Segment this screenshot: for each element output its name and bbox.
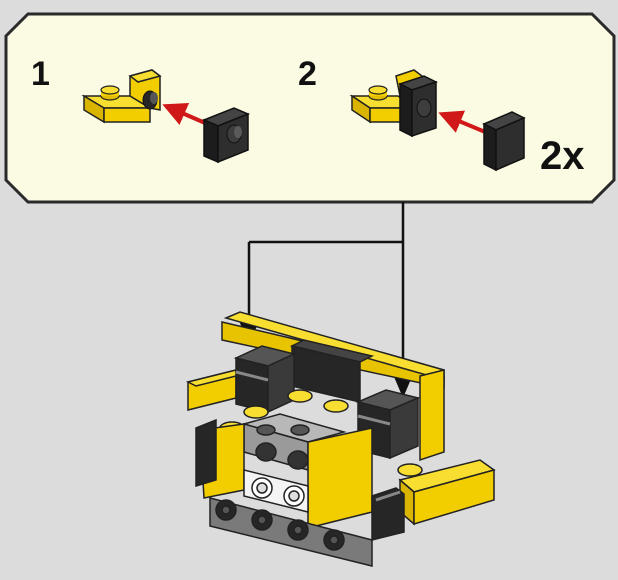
quantity-multiplier: 2x: [540, 134, 585, 178]
step1-black-tile: [202, 107, 250, 164]
step-2-number: 2: [298, 55, 317, 93]
connector-lines: [247, 202, 405, 374]
callout-panel: [4, 12, 616, 204]
step1-bracket: [81, 69, 162, 124]
step-1-number: 1: [31, 55, 50, 93]
assembled-model: [185, 311, 496, 567]
step2-black-tile: [482, 111, 526, 172]
step2-bracket: [349, 69, 438, 138]
red-arrow-icon: [438, 110, 491, 136]
